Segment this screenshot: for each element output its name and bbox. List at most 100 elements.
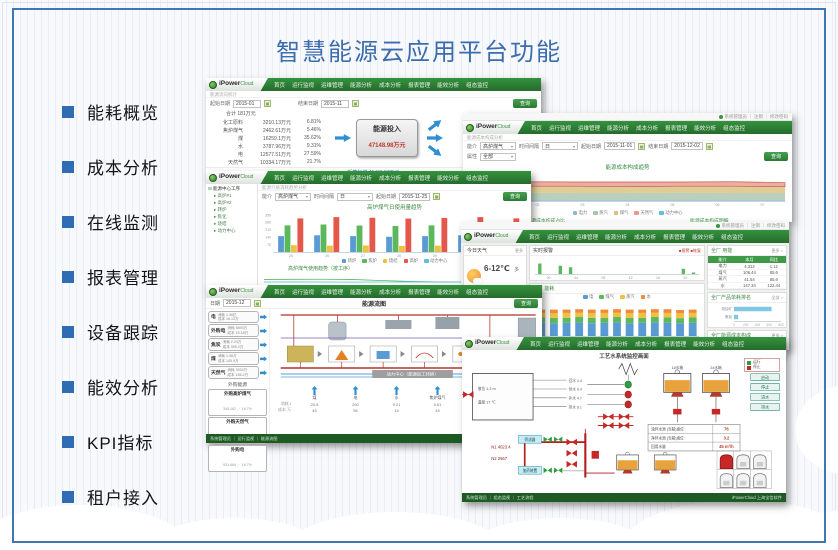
nav-item[interactable]: 组态监控: [722, 341, 745, 348]
nav-item[interactable]: 组态监控: [466, 175, 489, 182]
chart-links: 能源成本构成占比 能源成本构成明细: [463, 216, 792, 225]
list-item: 租户接入: [62, 469, 159, 524]
end-date-input[interactable]: 2015-11: [321, 99, 350, 108]
nav-item[interactable]: 能效分析: [437, 175, 460, 182]
nav-item[interactable]: 能效分析: [437, 82, 460, 89]
nav-item[interactable]: 成本分析: [636, 125, 659, 132]
tree-item[interactable]: 转炉: [208, 207, 255, 213]
nav-item[interactable]: 运维管理: [578, 125, 601, 132]
calendar-icon[interactable]: ▦: [352, 100, 360, 107]
link-composition-detail[interactable]: 能源成本构成明细: [690, 217, 728, 224]
nav-item[interactable]: 首页: [530, 341, 542, 348]
nav-item[interactable]: 运行监视: [547, 234, 570, 241]
nav-item[interactable]: 能效分析: [693, 341, 716, 348]
start-date-input[interactable]: 2015-11-01: [604, 142, 636, 150]
nav-item[interactable]: 能效分析: [694, 125, 717, 132]
nav-item[interactable]: 成本分析: [379, 289, 402, 296]
attribute-select[interactable]: 全部: [480, 152, 517, 161]
pie-title: 全厂能源成本构成: [711, 333, 752, 339]
nav-item[interactable]: 成本分析: [379, 82, 402, 89]
link-composition-share[interactable]: 能源成本构成占比: [527, 217, 565, 224]
nav-item[interactable]: 能效分析: [692, 234, 715, 241]
scada-button[interactable]: 排水: [761, 404, 769, 410]
list-item: 设备跟踪: [62, 304, 159, 359]
svg-text:03: 03: [581, 203, 585, 207]
more-link[interactable]: 更多 >: [771, 247, 783, 253]
nav-item[interactable]: 运维管理: [577, 341, 600, 348]
nav-item[interactable]: 能效分析: [437, 289, 460, 296]
more-link[interactable]: 更多 >: [771, 332, 783, 338]
user-bar-text[interactable]: 系统管理员 ｜ 注销 ｜ 修改密码: [724, 113, 789, 119]
nav-item[interactable]: 能源分析: [607, 125, 630, 132]
end-date-input[interactable]: 2015-12-02: [671, 142, 703, 150]
nav-item[interactable]: 组态监控: [721, 234, 744, 241]
nav-item[interactable]: 能源分析: [606, 341, 629, 348]
medium-select[interactable]: 高炉煤气: [480, 142, 517, 150]
legend-item: 电: [583, 294, 593, 300]
nav-item[interactable]: 成本分析: [634, 234, 657, 241]
nav-item[interactable]: 能源分析: [350, 289, 373, 296]
footer-left-text[interactable]: 系统管理员 ｜ 运行监视 ｜ 能源流图: [210, 435, 278, 441]
start-date-input[interactable]: 2015-11-25: [399, 192, 431, 201]
nav-item[interactable]: 能源分析: [350, 175, 373, 182]
nav-item[interactable]: 首页: [274, 82, 286, 89]
tree-item[interactable]: 动力中心: [208, 228, 255, 234]
nav-item[interactable]: 报表管理: [663, 234, 686, 241]
scada-button[interactable]: 启动: [761, 374, 769, 380]
nav-item[interactable]: 能源分析: [605, 234, 628, 241]
search-button[interactable]: 查询: [512, 99, 537, 108]
nav-item[interactable]: 组态监控: [723, 125, 746, 132]
footer-left-text[interactable]: 系统管理员 ｜ 组态监视 ｜ 工艺流程: [466, 494, 534, 500]
nav-item[interactable]: 报表管理: [665, 125, 688, 132]
nav-item[interactable]: 运维管理: [321, 175, 344, 182]
calendar-icon[interactable]: ▦: [433, 193, 441, 200]
nav-item[interactable]: 首页: [274, 289, 286, 296]
tree-item[interactable]: 高炉#2: [208, 200, 255, 206]
nav-item[interactable]: 报表管理: [408, 82, 431, 89]
interval-select[interactable]: 日: [337, 192, 374, 201]
weather-more-link[interactable]: 更多: [515, 247, 523, 253]
interval-select[interactable]: 日: [542, 142, 579, 150]
all-link[interactable]: 全部 >: [771, 294, 783, 300]
svg-text:280: 280: [265, 221, 271, 225]
nav-item[interactable]: 首页: [274, 175, 286, 182]
nav-item[interactable]: 组态监控: [466, 289, 489, 296]
tree-root[interactable]: 能源中心工序: [208, 186, 255, 192]
nav-item[interactable]: 报表管理: [664, 341, 687, 348]
nav-item[interactable]: 报表管理: [408, 175, 431, 182]
date-input[interactable]: 2015-12: [223, 299, 252, 307]
nav-item[interactable]: 报表管理: [408, 289, 431, 296]
scada-button[interactable]: 进水: [761, 394, 769, 400]
nav-item[interactable]: 运行监视: [292, 289, 315, 296]
nav-item[interactable]: 运维管理: [321, 289, 344, 296]
svg-text:210: 210: [265, 228, 271, 232]
nav-item[interactable]: 运行监视: [549, 125, 572, 132]
nav-item[interactable]: 运行监视: [292, 175, 315, 182]
nav-item[interactable]: 运行监视: [548, 341, 571, 348]
search-button[interactable]: 查询: [513, 298, 538, 308]
start-date-input[interactable]: 2015-01: [233, 99, 262, 108]
nav-item[interactable]: 首页: [529, 234, 541, 241]
medium-select[interactable]: 高炉煤气: [275, 192, 312, 201]
nav-item[interactable]: 成本分析: [635, 341, 658, 348]
nav-item[interactable]: 运维管理: [321, 82, 344, 89]
calendar-icon[interactable]: ▦: [705, 142, 713, 150]
energy-input-label: 能源投入: [373, 126, 401, 133]
nav-item[interactable]: 首页: [531, 125, 543, 132]
calendar-icon[interactable]: ▦: [264, 100, 272, 107]
nav-item[interactable]: 运维管理: [576, 234, 599, 241]
tree-item[interactable]: 高炉#1: [208, 193, 255, 199]
tree-item[interactable]: 烧结: [208, 221, 255, 227]
nav-item[interactable]: 能源分析: [350, 82, 373, 89]
tree-item[interactable]: 焦化: [208, 214, 255, 220]
svg-text:200: 200: [743, 323, 749, 327]
nav-item[interactable]: 组态监控: [466, 82, 489, 89]
calendar-icon[interactable]: ▦: [638, 142, 646, 150]
user-bar-text[interactable]: 系统管理员 ｜ 注销 ｜ 修改密码: [721, 222, 786, 228]
calendar-icon[interactable]: ▦: [254, 299, 262, 307]
scada-button[interactable]: 停止: [761, 384, 769, 390]
search-button[interactable]: 查询: [763, 152, 788, 161]
search-button[interactable]: 查询: [502, 192, 527, 201]
nav-item[interactable]: 运行监视: [292, 82, 315, 89]
nav-item[interactable]: 成本分析: [379, 175, 402, 182]
